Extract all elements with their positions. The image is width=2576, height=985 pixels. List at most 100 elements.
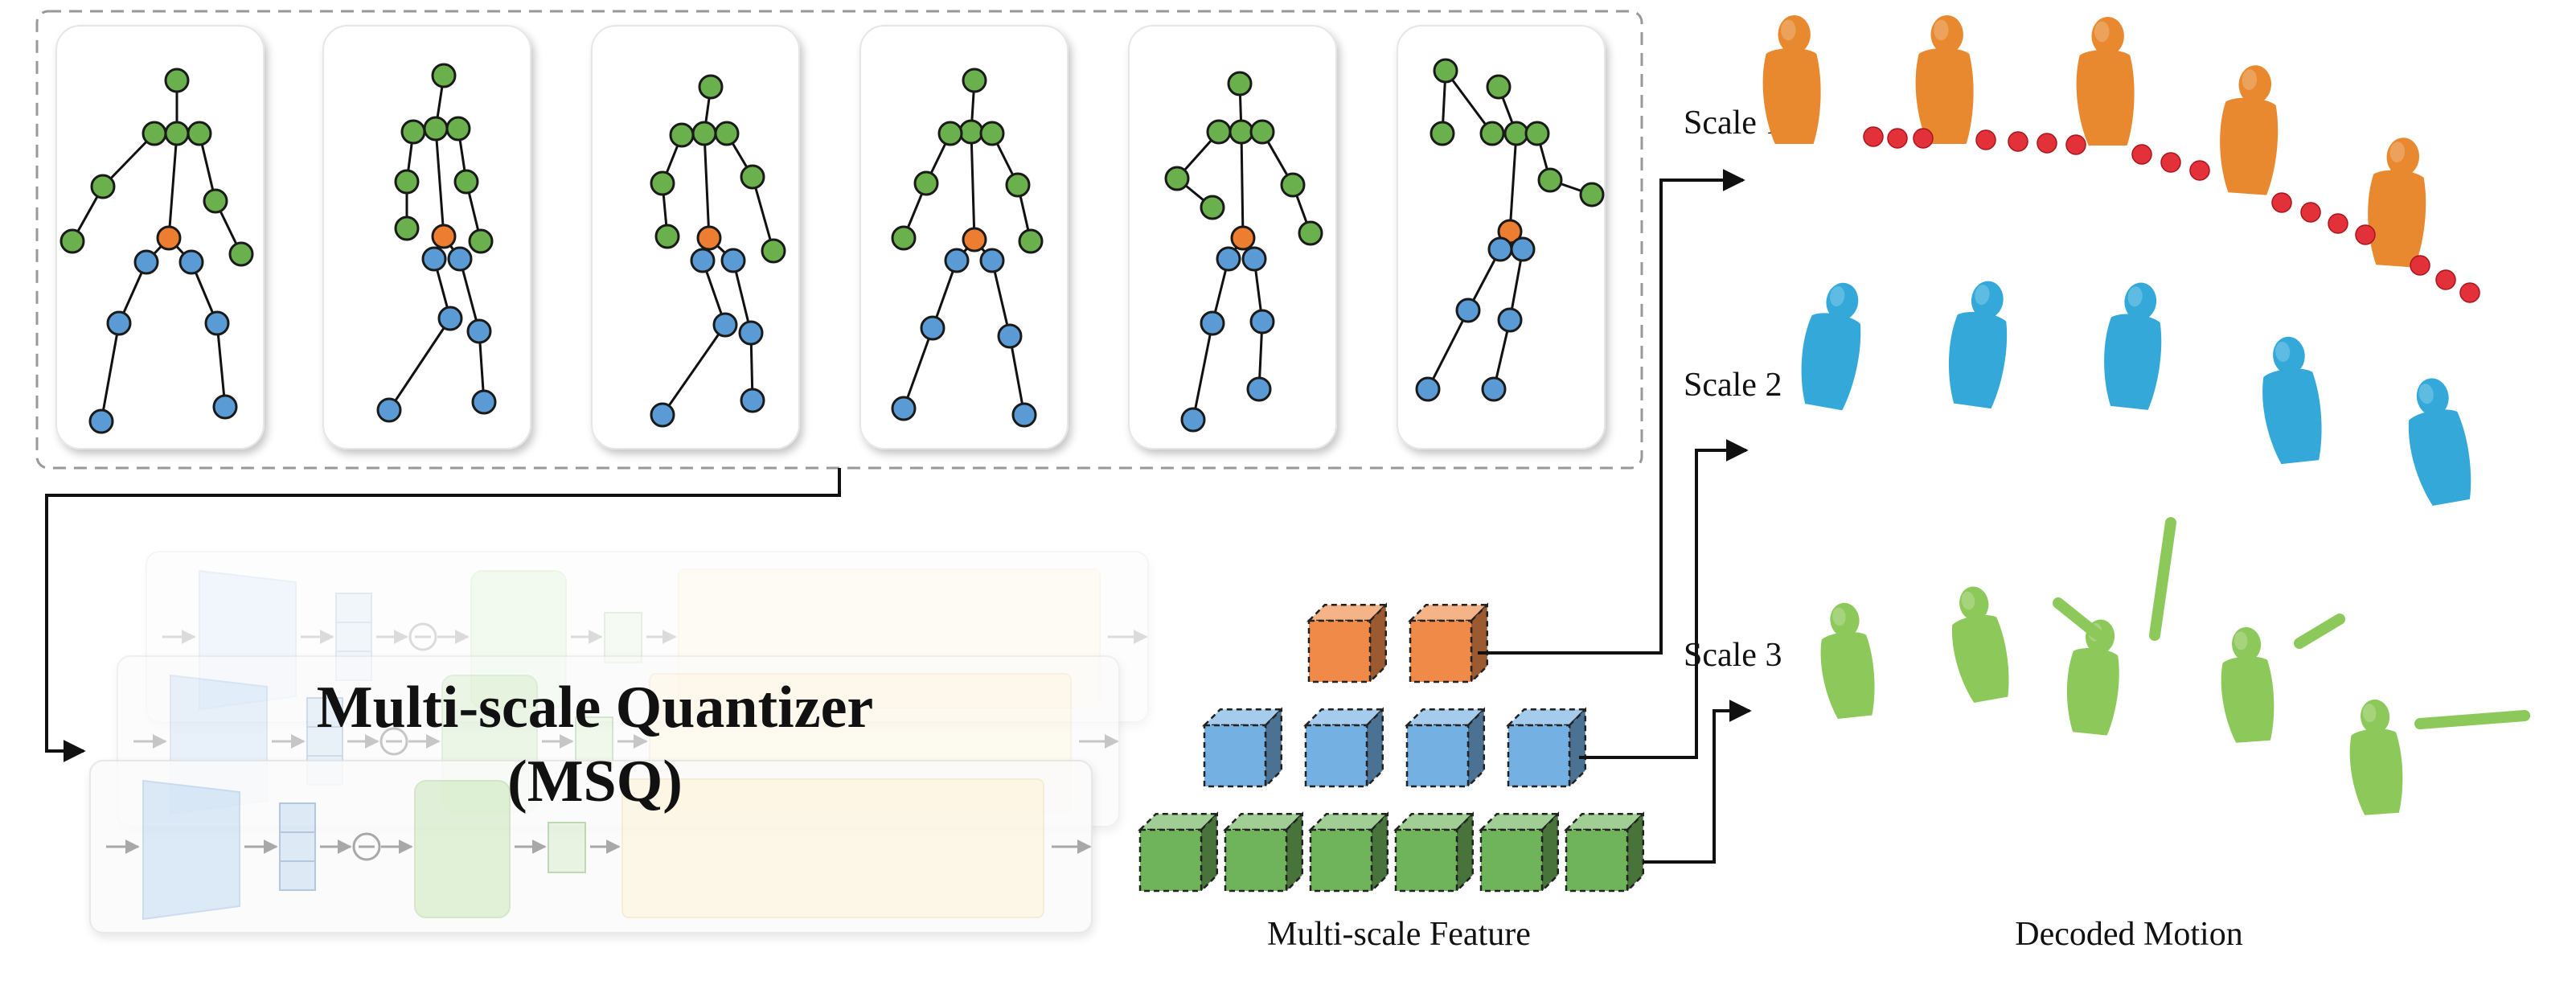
motion-figure-head-highlight — [1830, 285, 1845, 306]
motion-figure-head-highlight — [2242, 69, 2258, 90]
skeleton-joint — [650, 170, 675, 196]
cube-front-face — [1565, 828, 1629, 893]
motion-figure-torso — [1915, 47, 1974, 145]
skeleton-joint — [445, 116, 471, 142]
dancing-arm — [2414, 710, 2530, 729]
skeleton-joint — [979, 121, 1005, 146]
motion-figure-torso — [2349, 728, 2403, 815]
scale2-figure-5 — [2408, 378, 2471, 507]
skeleton-bone — [167, 133, 178, 239]
motion-figure-head-highlight — [2094, 21, 2110, 43]
minus-circle-icon — [408, 622, 437, 651]
skeleton-joint — [1524, 121, 1550, 146]
motion-figure-head-highlight — [1781, 19, 1796, 41]
token-cube — [279, 831, 316, 862]
skeleton-bone — [661, 324, 727, 416]
pose-card-background — [591, 25, 800, 449]
motion-figure-torso — [2368, 170, 2426, 268]
skeleton-joint — [423, 116, 449, 142]
motion-figure-head-highlight — [2275, 341, 2291, 363]
scale1-figure-5 — [2368, 137, 2426, 268]
scale3-figure-5 — [2349, 699, 2403, 815]
cube-front-face — [1507, 724, 1571, 788]
skeleton-joint — [164, 68, 190, 93]
pose-to-quantizer-arrow — [45, 468, 841, 762]
dancing-arm — [2149, 517, 2176, 641]
skeleton-joint — [1510, 236, 1536, 262]
skeleton-joint — [1433, 58, 1458, 84]
skeleton-joint — [1486, 74, 1512, 100]
skeleton-joint — [1537, 167, 1563, 193]
skeleton-bone — [1444, 70, 1494, 134]
pelvis-joint — [1230, 225, 1256, 251]
skeleton-joint — [421, 246, 447, 272]
token-cube — [306, 726, 343, 757]
motion-figure-torso — [1801, 313, 1861, 411]
scale2-label: Scale 2 — [1684, 367, 1782, 404]
skeleton-joint — [106, 310, 132, 336]
skeleton-joint — [1455, 298, 1481, 323]
motion-figure-torso — [2066, 648, 2119, 736]
feature-cube-scale2-2 — [1302, 707, 1385, 790]
skeleton-joint — [669, 122, 695, 148]
skeleton-joint — [1241, 246, 1267, 272]
skeleton-joint — [958, 119, 984, 145]
feature-cube-scale3-5 — [1478, 811, 1561, 894]
motion-figure-head-highlight — [2389, 142, 2406, 162]
quantizer-title-line2: (MSQ) — [507, 749, 683, 815]
skeleton-joint — [1579, 182, 1605, 207]
quantizer-title-line1: Multi-scale Quantizer — [317, 675, 874, 741]
scale2-figure-3 — [2104, 282, 2162, 410]
trajectory-ball — [2008, 131, 2028, 152]
skeleton-joint — [937, 121, 963, 146]
cube-front-face — [1203, 724, 1267, 788]
skeleton-joint — [437, 306, 463, 331]
minus-circle-icon — [352, 832, 381, 861]
trajectory-ball — [2435, 269, 2456, 290]
skeleton-joint — [1206, 119, 1232, 145]
skeleton-joint — [1415, 376, 1441, 402]
skeleton-joint — [1249, 309, 1275, 334]
scale1-figure-1 — [1762, 14, 1821, 145]
encoder-block — [142, 779, 240, 921]
skeleton-joint — [1503, 121, 1529, 146]
skeleton-joint — [1430, 121, 1455, 146]
motion-figure-torso — [1948, 312, 2008, 409]
skeleton-bone — [751, 176, 775, 252]
skeleton-joint — [712, 312, 738, 338]
pelvis-joint — [156, 225, 182, 251]
feature-cube-scale3-4 — [1393, 811, 1475, 894]
feature-cube-scale3-6 — [1563, 811, 1646, 894]
skeleton-joint — [690, 248, 716, 273]
trajectory-ball — [2300, 202, 2321, 223]
skeleton-joint — [720, 248, 746, 273]
pose-group-dashed-frame — [35, 10, 1643, 470]
trajectory-ball — [2131, 144, 2152, 165]
skeleton-joint — [1229, 119, 1254, 145]
skeleton-bone — [215, 322, 227, 408]
cube-front-face — [1409, 619, 1473, 683]
token-cube — [335, 622, 372, 652]
pelvis-joint — [696, 225, 722, 251]
motion-figure-head-highlight — [2233, 631, 2248, 651]
skeleton-joint — [891, 225, 917, 251]
skeleton-joint — [376, 397, 402, 423]
skeleton-joint — [431, 63, 457, 88]
trajectory-ball — [1975, 129, 1996, 150]
pose-card-4 — [859, 25, 1069, 449]
skeleton-joint — [997, 323, 1023, 349]
skeleton-joint — [447, 246, 473, 272]
codebook-block — [414, 780, 511, 918]
skeleton-joint — [913, 170, 939, 196]
skeleton-joint — [1200, 195, 1225, 220]
token-cube — [279, 802, 316, 833]
skeleton-joint — [1180, 407, 1206, 433]
token-cube — [335, 593, 372, 623]
scale2-figure-2 — [1948, 281, 2008, 409]
trajectory-ball — [2459, 282, 2480, 303]
skeleton-joint — [1246, 376, 1272, 402]
skeleton-joint — [178, 249, 204, 275]
skeleton-joint — [979, 248, 1005, 273]
